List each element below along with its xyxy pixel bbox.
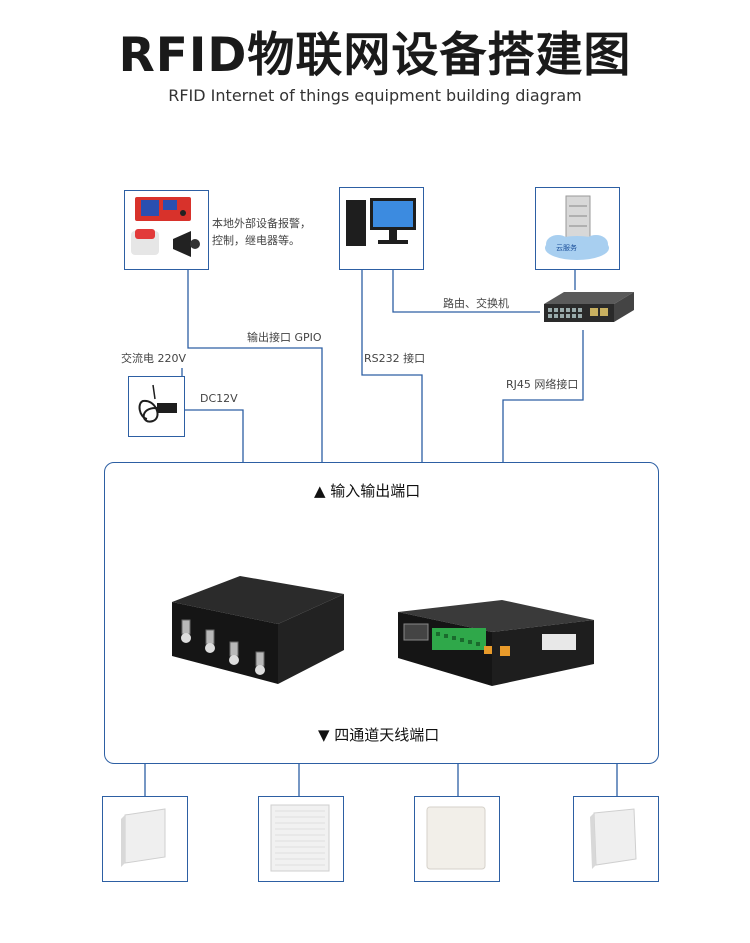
gpio-label: 输出接口 GPIO	[247, 331, 322, 344]
dc-line	[185, 409, 244, 462]
server-device-box: 云服务	[535, 187, 620, 270]
reader-antenna-side-image	[172, 576, 344, 684]
relay-note: 本地外部设备报警， 控制，继电器等。	[212, 215, 311, 249]
relay-note-line1: 本地外部设备报警，	[212, 217, 311, 230]
pc-switch-line	[392, 270, 540, 313]
reader-io-side-image	[398, 600, 594, 686]
antenna-port-title: ▼ 四通道天线端口	[318, 726, 440, 744]
rj45-line	[502, 330, 584, 462]
rj45-label: RJ45 网络接口	[506, 378, 579, 391]
antenna-4-box	[573, 796, 659, 882]
io-port-title: ▲ 输入输出端口	[314, 482, 421, 500]
power-adapter-box	[128, 376, 185, 437]
pc-device-box	[339, 187, 424, 270]
power-adapter-icon	[138, 384, 177, 423]
page-title: RFID物联网设备搭建图	[118, 28, 632, 83]
network-switch-icon	[544, 292, 634, 322]
cloud-server-icon: 云服务	[545, 195, 609, 260]
dc-label: DC12V	[200, 392, 238, 405]
server-label: 云服务	[556, 243, 577, 252]
page-subtitle: RFID Internet of things equipment buildi…	[168, 86, 582, 105]
antenna-2-box	[258, 796, 344, 882]
antenna-2-icon	[270, 804, 330, 872]
ac-label: 交流电 220V	[121, 352, 187, 365]
switch-label: 路由、交换机	[443, 297, 509, 310]
antenna-3-box	[414, 796, 500, 882]
antenna-1-box	[102, 796, 188, 882]
rs232-label: RS232 接口	[364, 352, 426, 365]
antenna-1-icon	[121, 808, 166, 867]
rs232-line	[361, 270, 423, 462]
relay-device-box	[124, 190, 209, 270]
antenna-3-icon	[426, 806, 486, 870]
antenna-4-icon	[590, 808, 637, 869]
relay-note-line2: 控制，继电器等。	[212, 234, 300, 247]
computer-icon	[346, 198, 416, 246]
relay-alarm-icon	[131, 197, 200, 257]
gpio-line	[187, 270, 323, 462]
